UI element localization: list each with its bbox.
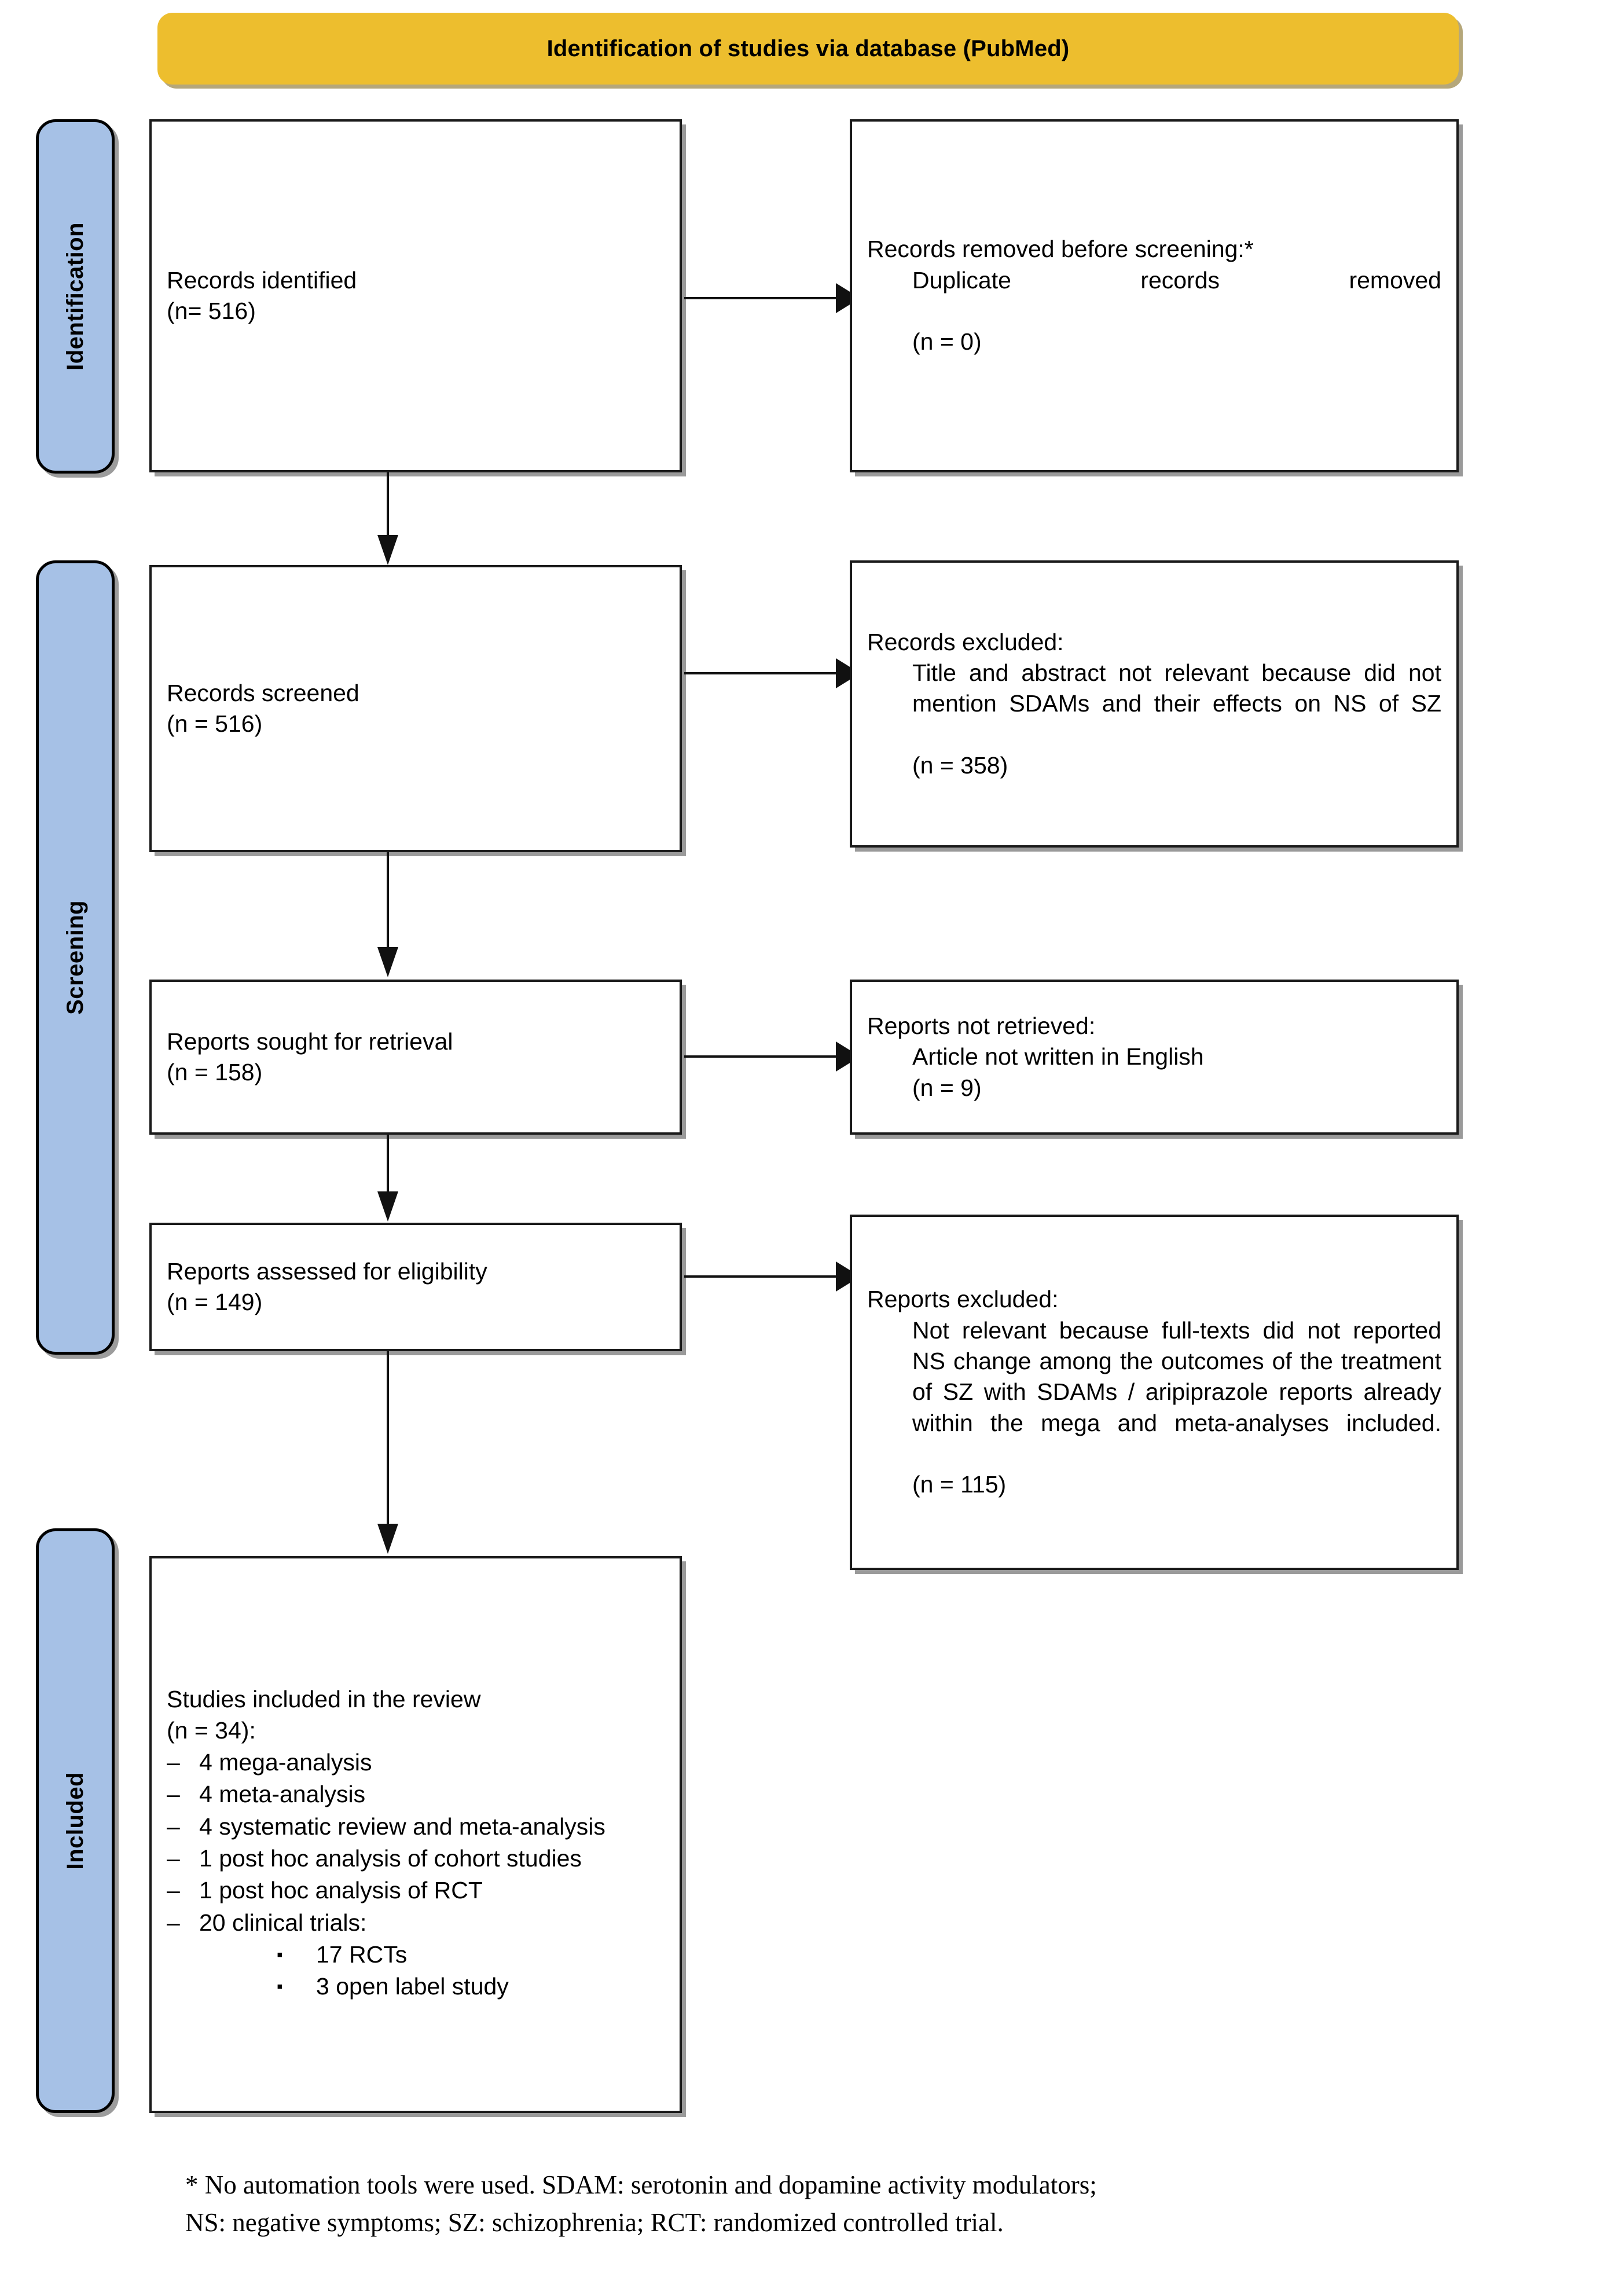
arrow-screened-to-sought-head bbox=[377, 947, 398, 977]
stage-bar-included: Included bbox=[36, 1528, 115, 2113]
records-removed-count: (n = 0) bbox=[912, 328, 982, 355]
list-item-label: 1 post hoc analysis of RCT bbox=[199, 1877, 483, 1904]
sub-list-item-label: 3 open label study bbox=[316, 1973, 509, 2000]
bullet-dash-marker: – bbox=[167, 1909, 180, 1936]
records-removed-heading-italic: before screening bbox=[1060, 236, 1238, 263]
stage-label-screening: Screening bbox=[62, 900, 88, 1015]
arrow-identified-to-removed-line bbox=[684, 297, 836, 299]
list-item: – 4 systematic review and meta-analysis bbox=[167, 1811, 665, 1842]
footnote-line-1: * No automation tools were used. SDAM: s… bbox=[185, 2170, 1097, 2199]
reports-excluded-body: Not relevant because full-texts did not … bbox=[912, 1316, 1441, 1436]
box-reports-assessed: Reports assessed for eligibility (n = 14… bbox=[149, 1223, 682, 1351]
box-records-screened: Records screened (n = 516) bbox=[149, 565, 682, 852]
bullet-square-marker: ▪ bbox=[277, 1977, 283, 1997]
reports-excluded-count: (n = 115) bbox=[912, 1471, 1007, 1498]
stage-bar-screening: Screening bbox=[36, 560, 115, 1355]
bullet-dash-marker: – bbox=[167, 1749, 180, 1776]
reports-not-retrieved-heading: Reports not retrieved: bbox=[867, 1013, 1096, 1040]
reports-assessed-count: (n = 149) bbox=[167, 1289, 263, 1315]
list-item-label: 1 post hoc analysis of cohort studies bbox=[199, 1844, 582, 1872]
bullet-dash-marker: – bbox=[167, 1781, 180, 1808]
reports-sought-count: (n = 158) bbox=[167, 1059, 263, 1085]
studies-included-count: (n = 34): bbox=[167, 1717, 256, 1744]
reports-excluded-heading: Reports excluded: bbox=[867, 1286, 1059, 1313]
records-removed-heading: Records removed before screening:* bbox=[867, 234, 1441, 265]
footnote: * No automation tools were used. SDAM: s… bbox=[185, 2166, 1574, 2242]
list-item: – 20 clinical trials: bbox=[167, 1908, 665, 1938]
records-identified-count: (n= 516) bbox=[167, 298, 256, 324]
reports-not-retrieved-count: (n = 9) bbox=[912, 1074, 982, 1101]
stage-bar-identification: Identification bbox=[36, 119, 115, 474]
records-identified-line1: Records identified bbox=[167, 266, 357, 294]
sub-list-item-label: 17 RCTs bbox=[316, 1941, 408, 1968]
arrow-sought-to-assessed-head bbox=[377, 1191, 398, 1222]
box-reports-not-retrieved: Reports not retrieved: Article not writt… bbox=[850, 980, 1459, 1135]
records-removed-heading-tail: :* bbox=[1238, 236, 1254, 263]
list-item: – 4 meta-analysis bbox=[167, 1779, 665, 1810]
records-removed-heading-plain: Records removed bbox=[867, 236, 1061, 263]
reports-sought-line1: Reports sought for retrieval bbox=[167, 1028, 453, 1055]
box-records-removed: Records removed before screening:* Dupli… bbox=[850, 119, 1459, 472]
list-item: – 4 mega-analysis bbox=[167, 1747, 665, 1778]
records-screened-line1: Records screened bbox=[167, 679, 359, 706]
reports-not-retrieved-body: Article not written in English bbox=[912, 1043, 1204, 1070]
list-item: – 1 post hoc analysis of RCT bbox=[167, 1875, 665, 1906]
sub-list-item: ▪ 17 RCTs bbox=[167, 1939, 665, 1970]
arrow-sought-to-notretrieved-line bbox=[684, 1055, 836, 1058]
box-studies-included: Studies included in the review (n = 34):… bbox=[149, 1556, 682, 2113]
stage-label-identification: Identification bbox=[62, 222, 88, 371]
arrow-identified-to-screened-head bbox=[377, 535, 398, 565]
studies-included-line1: Studies included in the review bbox=[167, 1686, 481, 1713]
records-excluded-heading: Records excluded: bbox=[867, 628, 1064, 655]
list-item-label: 4 mega-analysis bbox=[199, 1749, 372, 1776]
list-item-label: 4 systematic review and meta-analysis bbox=[199, 1813, 605, 1840]
arrow-screened-to-sought-line bbox=[387, 852, 389, 949]
reports-assessed-line1: Reports assessed for eligibility bbox=[167, 1257, 487, 1285]
bullet-dash-marker: – bbox=[167, 1877, 180, 1904]
footnote-line-2: NS: negative symptoms; SZ: schizophrenia… bbox=[185, 2208, 1004, 2238]
records-excluded-body: Title and abstract not relevant because … bbox=[912, 659, 1441, 717]
records-removed-body: Duplicate records removed bbox=[912, 266, 1441, 294]
list-item: – 1 post hoc analysis of cohort studies bbox=[167, 1843, 665, 1874]
list-item-label: 20 clinical trials: bbox=[199, 1909, 367, 1936]
studies-included-sublist: ▪ 17 RCTs ▪ 3 open label study bbox=[167, 1939, 665, 2002]
records-screened-count: (n = 516) bbox=[167, 710, 263, 737]
header-title: Identification of studies via database (… bbox=[546, 35, 1070, 61]
arrow-assessed-to-included-head bbox=[377, 1524, 398, 1554]
arrow-assessed-to-excluded-line bbox=[684, 1275, 836, 1278]
header-banner: Identification of studies via database (… bbox=[157, 13, 1459, 85]
stage-label-included: Included bbox=[62, 1771, 88, 1870]
bullet-dash-marker: – bbox=[167, 1844, 180, 1872]
records-excluded-count: (n = 358) bbox=[912, 751, 1008, 779]
box-reports-sought: Reports sought for retrieval (n = 158) bbox=[149, 980, 682, 1135]
arrow-identified-to-screened-line bbox=[387, 472, 389, 537]
bullet-dash-marker: – bbox=[167, 1813, 180, 1840]
box-records-identified: Records identified (n= 516) bbox=[149, 119, 682, 472]
sub-list-item: ▪ 3 open label study bbox=[167, 1971, 665, 2002]
box-reports-excluded: Reports excluded: Not relevant because f… bbox=[850, 1215, 1459, 1570]
arrow-sought-to-assessed-line bbox=[387, 1135, 389, 1194]
list-item-label: 4 meta-analysis bbox=[199, 1781, 366, 1808]
box-records-excluded: Records excluded: Title and abstract not… bbox=[850, 560, 1459, 848]
studies-included-list: – 4 mega-analysis – 4 meta-analysis – 4 … bbox=[167, 1747, 665, 1938]
arrow-screened-to-excluded-line bbox=[684, 672, 836, 674]
arrow-assessed-to-included-line bbox=[387, 1351, 389, 1526]
bullet-square-marker: ▪ bbox=[277, 1945, 283, 1964]
